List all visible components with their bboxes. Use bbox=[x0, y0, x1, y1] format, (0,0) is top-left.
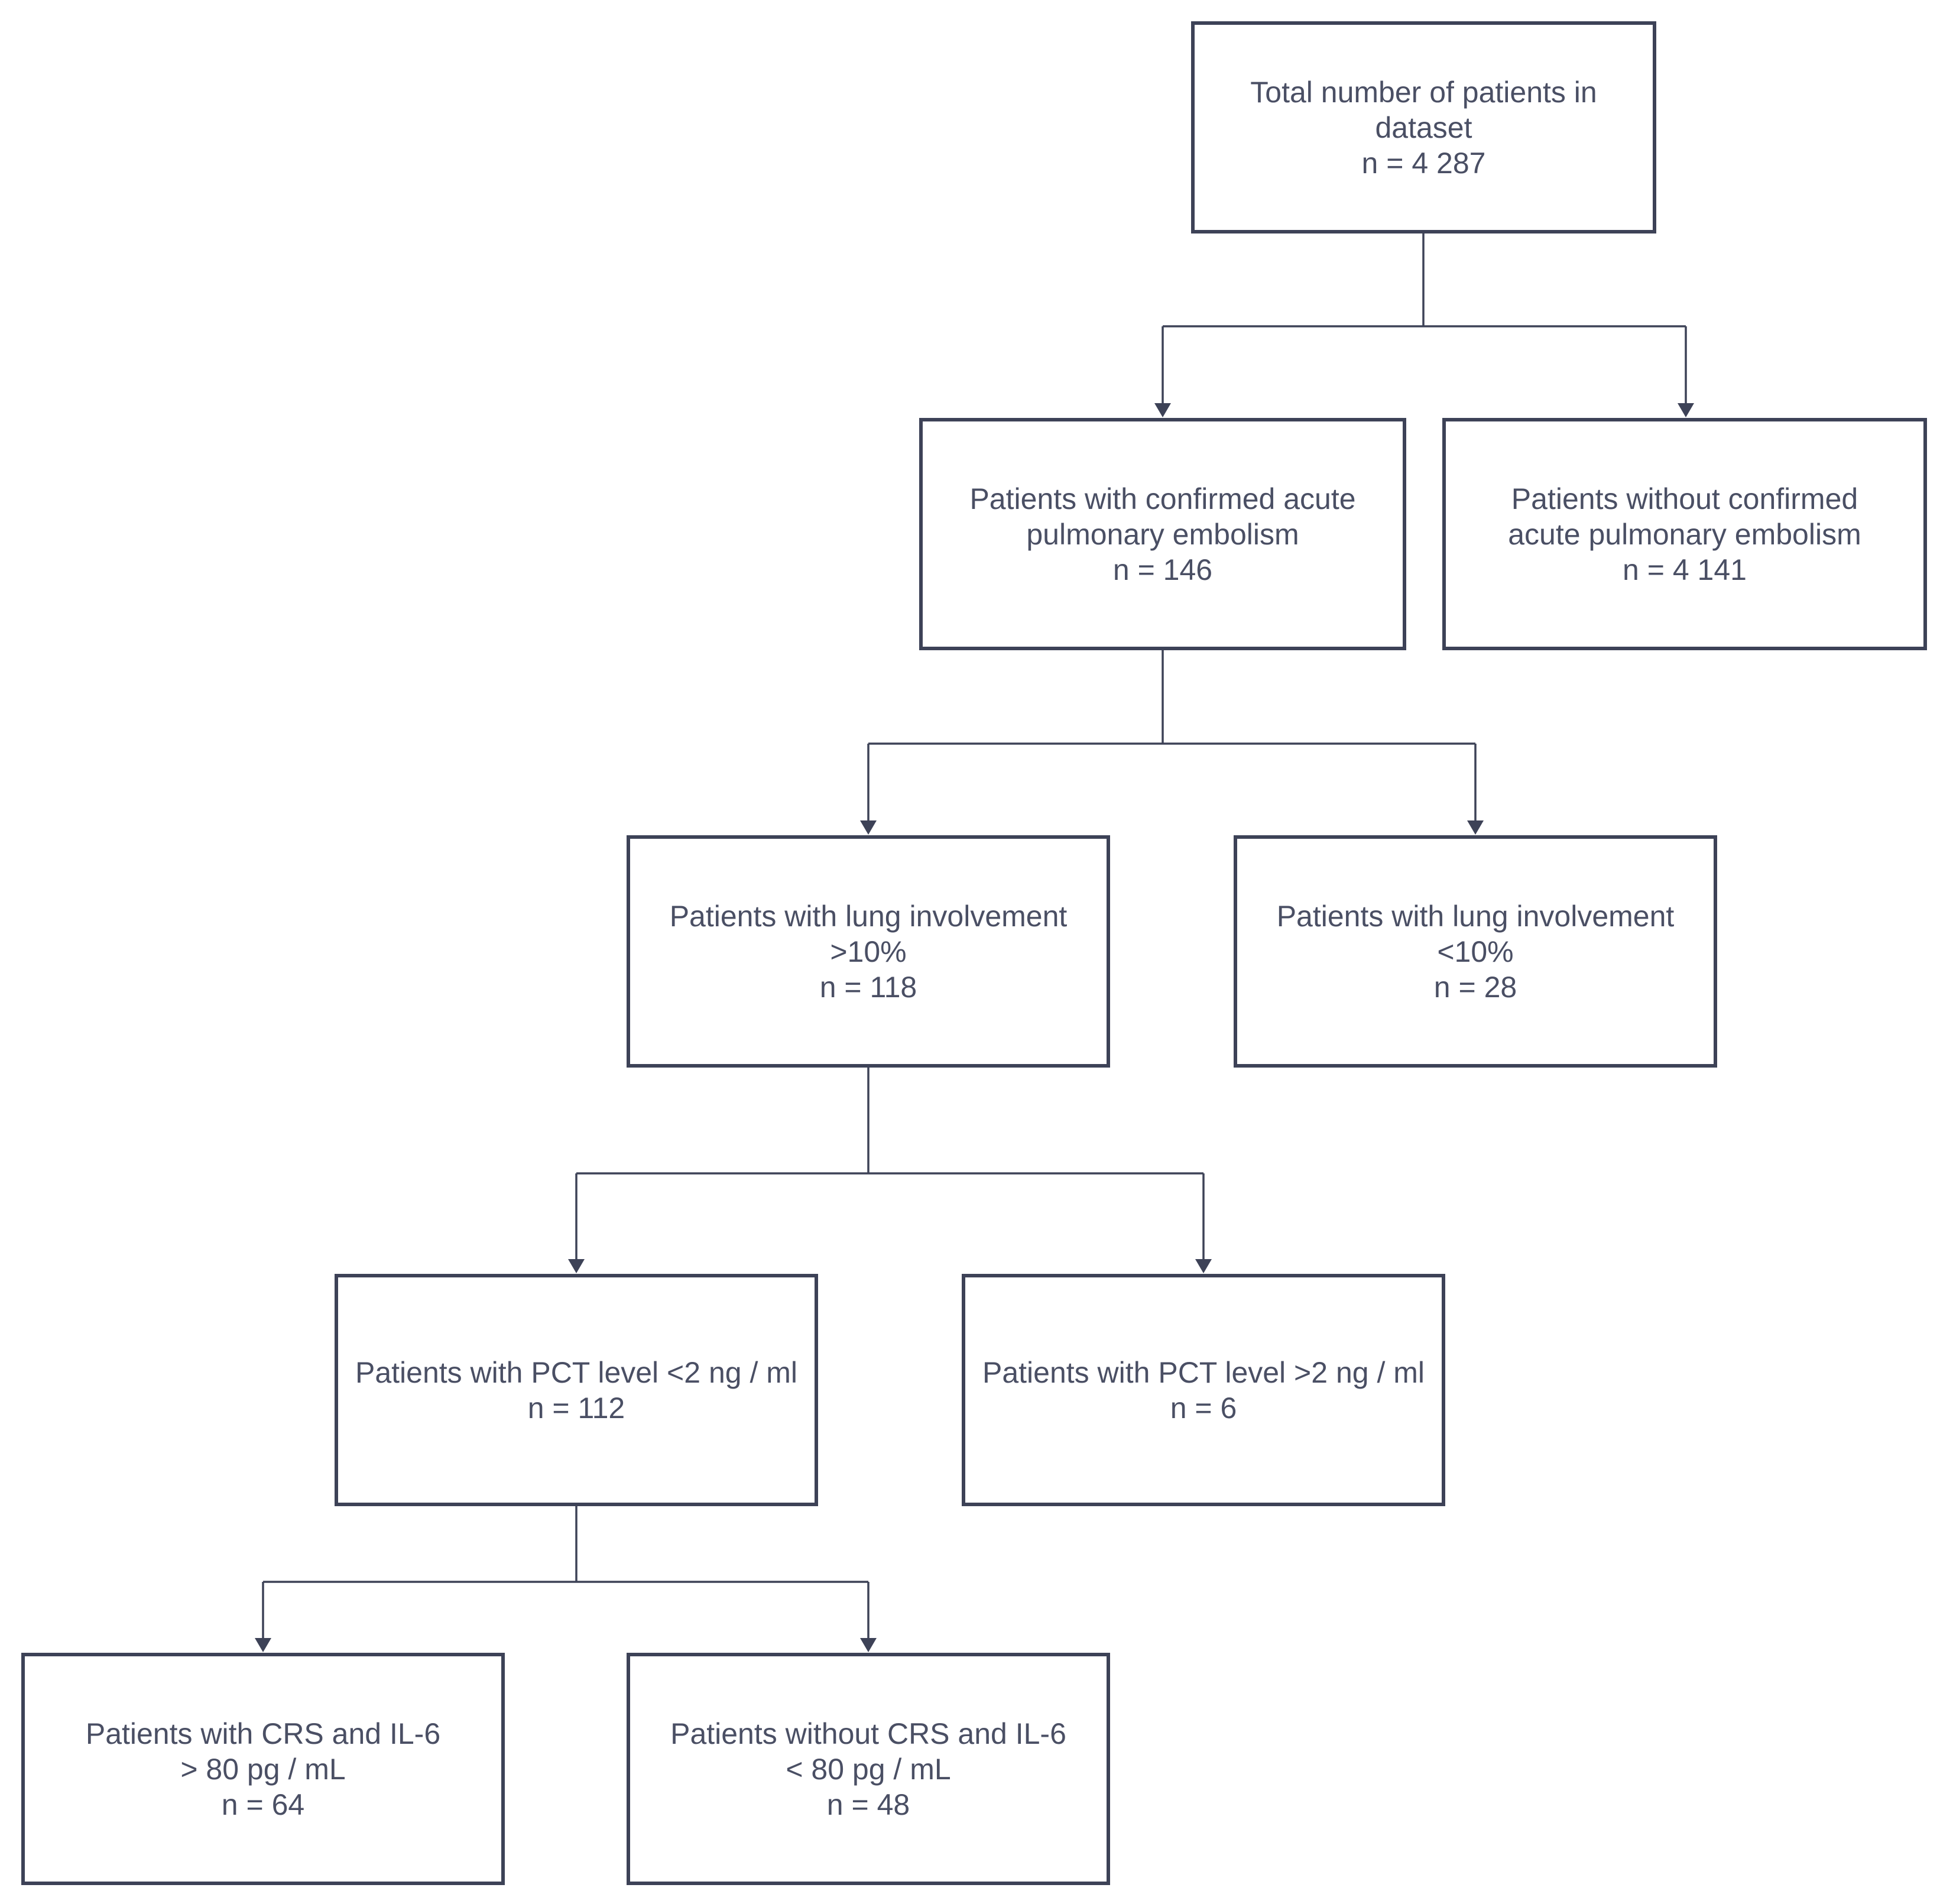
node-count: n = 118 bbox=[819, 970, 917, 1004]
node-count: n = 64 bbox=[221, 1788, 305, 1821]
node-line: pulmonary embolism bbox=[1026, 517, 1299, 551]
connector-lung-gt10 bbox=[575, 1068, 1205, 1263]
node-line: > 80 pg / mL bbox=[180, 1752, 346, 1786]
node-pct-gt2: Patients with PCT level >2 ng / ml n = 6 bbox=[962, 1274, 1445, 1506]
node-line: >10% bbox=[830, 935, 907, 968]
arrowhead bbox=[568, 1259, 585, 1273]
arrowhead bbox=[255, 1638, 271, 1652]
arrowhead bbox=[860, 1638, 877, 1652]
node-line: Total number of patients in bbox=[1250, 75, 1597, 109]
node-line: Patients with PCT level >2 ng / ml bbox=[982, 1355, 1425, 1389]
node-count: n = 4 141 bbox=[1623, 553, 1747, 586]
node-line: Patients with lung involvement bbox=[1276, 899, 1675, 933]
connector-confirmed-pe bbox=[867, 650, 1477, 824]
node-count: n = 48 bbox=[826, 1788, 910, 1821]
arrowhead bbox=[1154, 403, 1171, 417]
node-text: Total number of patients in dataset n = … bbox=[1250, 74, 1597, 181]
node-text: Patients with lung involvement >10% n = … bbox=[670, 899, 1068, 1005]
node-lung-lt10: Patients with lung involvement <10% n = … bbox=[1234, 835, 1717, 1068]
arrowhead bbox=[1678, 403, 1694, 417]
node-line: dataset bbox=[1375, 111, 1472, 144]
node-line: Patients with confirmed acute bbox=[969, 482, 1356, 515]
node-text: Patients without confirmed acute pulmona… bbox=[1508, 481, 1861, 588]
node-no-crs-il6: Patients without CRS and IL-6 < 80 pg / … bbox=[627, 1653, 1110, 1885]
node-text: Patients with PCT level <2 ng / ml n = 1… bbox=[355, 1355, 797, 1426]
node-text: Patients with CRS and IL-6 > 80 pg / mL … bbox=[86, 1716, 440, 1822]
arrowhead bbox=[1467, 820, 1484, 835]
node-text: Patients with lung involvement <10% n = … bbox=[1277, 899, 1675, 1005]
node-lung-gt10: Patients with lung involvement >10% n = … bbox=[627, 835, 1110, 1068]
node-line: Patients with CRS and IL-6 bbox=[85, 1717, 441, 1750]
node-line: acute pulmonary embolism bbox=[1508, 517, 1861, 551]
arrowhead bbox=[860, 820, 877, 835]
node-line: Patients without CRS and IL-6 bbox=[670, 1717, 1066, 1750]
node-line: Patients without confirmed bbox=[1511, 482, 1858, 515]
node-crs-il6: Patients with CRS and IL-6 > 80 pg / mL … bbox=[21, 1653, 505, 1885]
node-line: Patients with PCT level <2 ng / ml bbox=[355, 1355, 798, 1389]
node-line: <10% bbox=[1437, 935, 1514, 968]
node-no-confirmed-pe: Patients without confirmed acute pulmona… bbox=[1442, 418, 1927, 650]
node-text: Patients with PCT level >2 ng / ml n = 6 bbox=[982, 1355, 1425, 1426]
node-line: < 80 pg / mL bbox=[786, 1752, 951, 1786]
node-confirmed-pe: Patients with confirmed acute pulmonary … bbox=[919, 418, 1406, 650]
node-count: n = 146 bbox=[1112, 553, 1213, 586]
node-count: n = 112 bbox=[527, 1391, 625, 1425]
node-line: Patients with lung involvement bbox=[669, 899, 1068, 933]
node-count: n = 6 bbox=[1170, 1391, 1237, 1425]
node-pct-lt2: Patients with PCT level <2 ng / ml n = 1… bbox=[335, 1274, 818, 1506]
node-count: n = 4 287 bbox=[1361, 146, 1486, 180]
node-text: Patients without CRS and IL-6 < 80 pg / … bbox=[670, 1716, 1066, 1822]
node-text: Patients with confirmed acute pulmonary … bbox=[969, 481, 1355, 588]
connector-total bbox=[1162, 233, 1687, 407]
arrowhead bbox=[1195, 1259, 1212, 1273]
node-count: n = 28 bbox=[1433, 970, 1517, 1004]
node-total-patients: Total number of patients in dataset n = … bbox=[1191, 21, 1656, 233]
connector-pct-lt2 bbox=[262, 1506, 870, 1642]
